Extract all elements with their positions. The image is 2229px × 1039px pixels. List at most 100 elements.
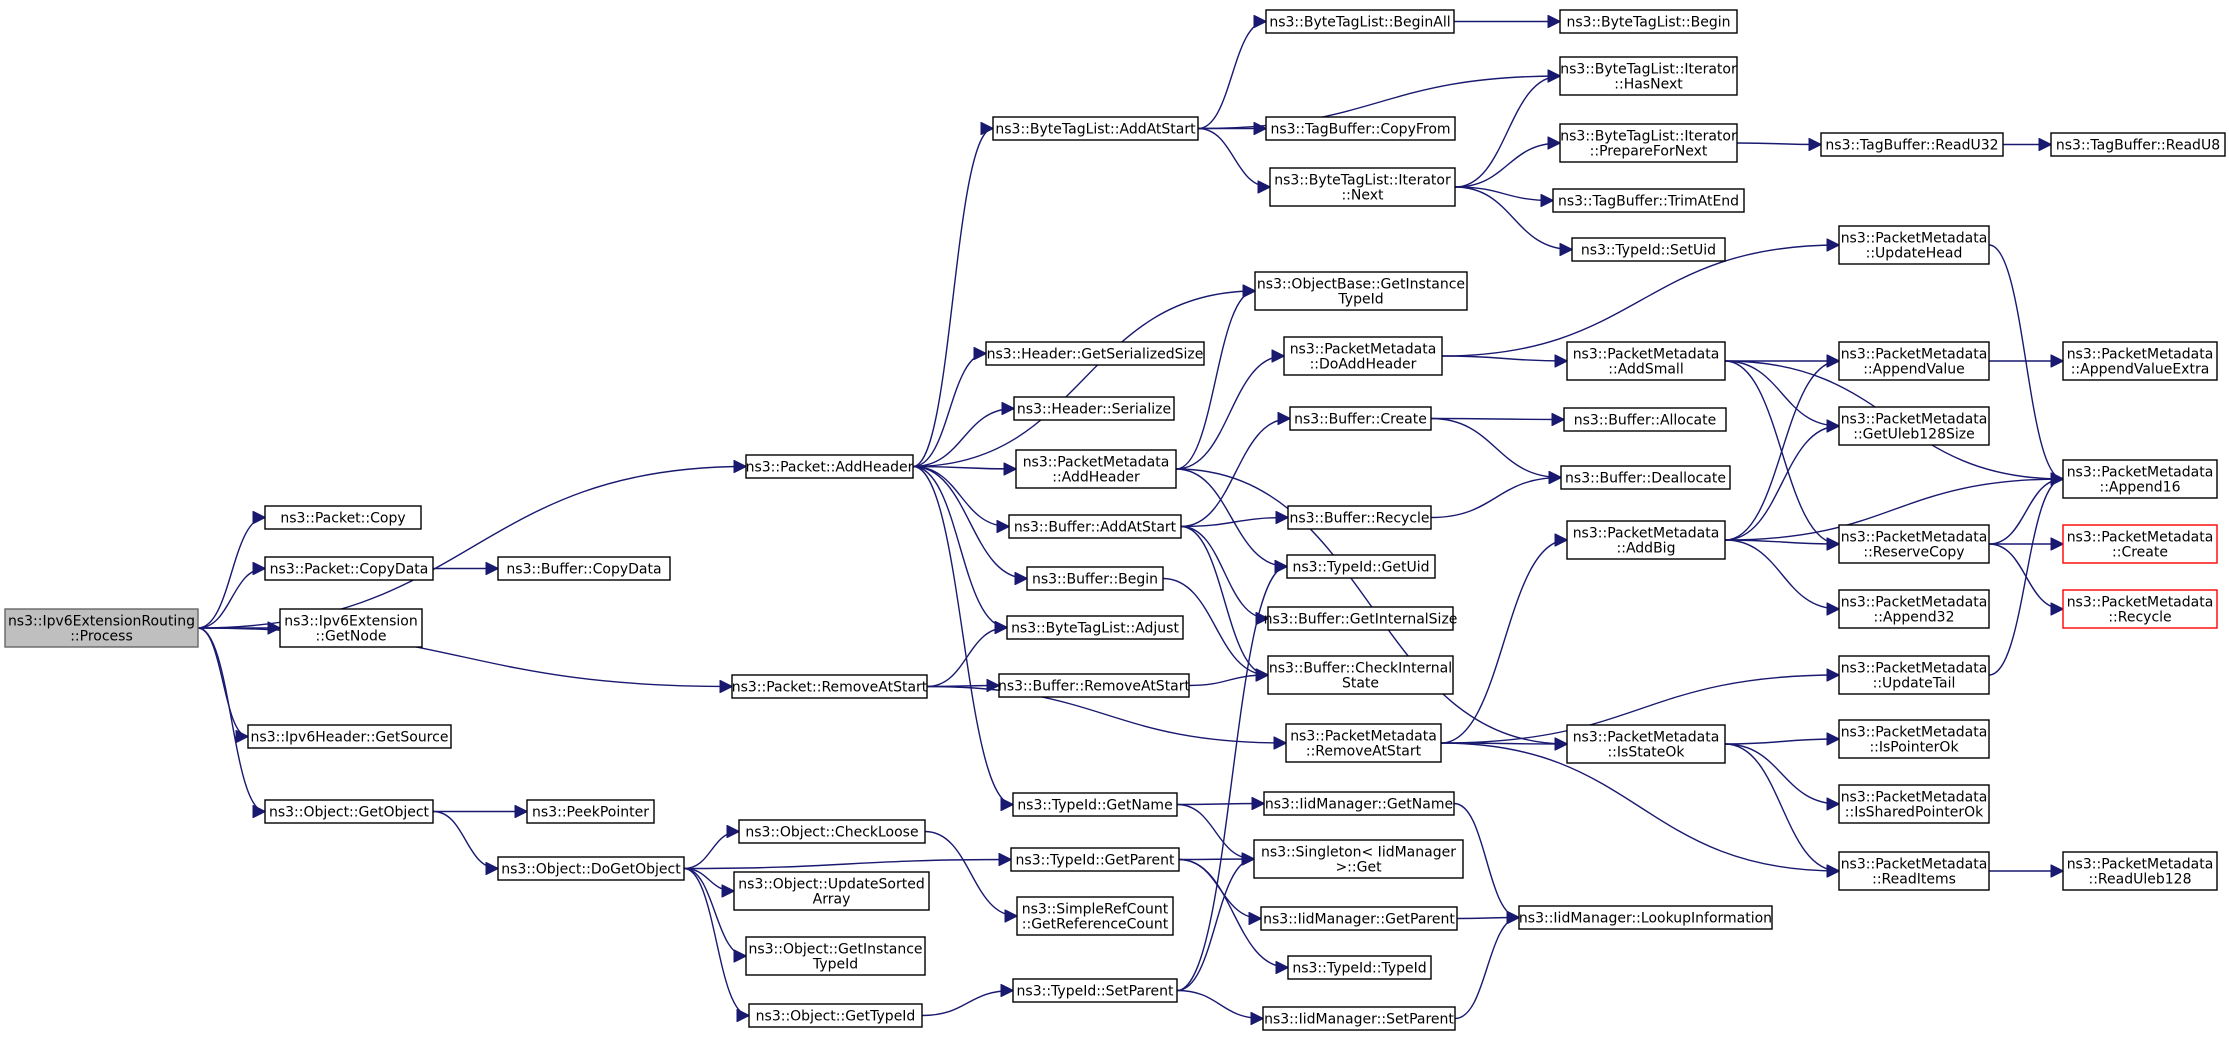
node-box[interactable] [1253,839,1464,879]
node-box[interactable] [1820,132,2004,157]
node-box[interactable] [1267,606,1454,631]
node-buf-addatstart[interactable]: ns3::Buffer::AddAtStart [1008,514,1182,539]
node-box[interactable] [1015,449,1177,489]
node-box[interactable] [497,556,671,581]
node-pm-appendvalueextra[interactable]: ns3::PacketMetadata::AppendValueExtra [2062,341,2218,381]
node-pkt-addheader[interactable]: ns3::Packet::AddHeader [745,454,914,479]
node-box[interactable] [1571,237,1726,262]
node-hdr-getserializedsize[interactable]: ns3::Header::GetSerializedSize [985,341,1205,366]
node-src-getrefcount[interactable]: ns3::SimpleRefCount::GetReferenceCount [1016,896,1174,936]
node-box[interactable] [264,556,434,581]
node-box[interactable] [745,454,914,479]
node-box[interactable] [1559,123,1738,163]
node-box[interactable] [497,856,685,881]
node-btl-adjust[interactable]: ns3::ByteTagList::Adjust [1006,615,1184,640]
node-box[interactable] [247,724,452,749]
node-btli-next[interactable]: ns3::ByteTagList::Iterator::Next [1269,167,1456,207]
node-pkt-copy[interactable]: ns3::Packet::Copy [264,505,422,530]
node-box[interactable] [1559,56,1738,96]
node-box[interactable] [1287,505,1432,530]
node-btli-prepare[interactable]: ns3::ByteTagList::Iterator::PrepareForNe… [1559,123,1738,163]
node-box[interactable] [1012,978,1178,1003]
node-box[interactable] [1008,514,1182,539]
node-box[interactable] [2062,589,2218,629]
node-box[interactable] [1560,465,1731,490]
node-box[interactable] [998,673,1190,698]
node-iid-getparent[interactable]: ns3::IidManager::GetParent [1260,906,1458,931]
node-box[interactable] [2050,132,2226,157]
node-buf-begin[interactable]: ns3::Buffer::Begin [1026,566,1164,591]
node-box[interactable] [2062,524,2218,564]
node-box[interactable] [992,116,1199,141]
node-ipv6hdr-getsource[interactable]: ns3::Ipv6Header::GetSource [247,724,452,749]
node-box[interactable] [1566,520,1726,560]
node-box[interactable] [1269,167,1456,207]
node-tb-copyfrom[interactable]: ns3::TagBuffer::CopyFrom [1265,116,1456,141]
node-box[interactable] [1838,589,1990,629]
node-box[interactable] [1838,655,1990,695]
node-pm-updatehead[interactable]: ns3::PacketMetadata::UpdateHead [1838,225,1990,265]
node-pm-isstateok[interactable]: ns3::PacketMetadata::IsStateOk [1566,724,1726,764]
node-box[interactable] [1285,723,1442,763]
node-box[interactable] [748,1003,923,1028]
node-box[interactable] [279,608,423,648]
node-pm-removeatstart[interactable]: ns3::PacketMetadata::RemoveAtStart [1285,723,1442,763]
node-pm-readuleb128[interactable]: ns3::PacketMetadata::ReadUleb128 [2062,851,2218,891]
node-pm-issharedpointerok[interactable]: ns3::PacketMetadata::IsSharedPointerOk [1838,784,1990,824]
node-ipv6ext-getnode[interactable]: ns3::Ipv6Extension::GetNode [279,608,423,648]
node-tb-trimatend[interactable]: ns3::TagBuffer::TrimAtEnd [1552,188,1745,213]
node-box[interactable] [733,871,930,911]
node-box[interactable] [1838,341,1990,381]
node-box[interactable] [1563,407,1727,432]
node-pm-create[interactable]: ns3::PacketMetadata::Create [2062,524,2218,564]
node-typeid-typeid[interactable]: ns3::TypeId::TypeId [1287,955,1432,980]
node-iid-setparent[interactable]: ns3::IidManager::SetParent [1262,1006,1456,1031]
node-pm-append32[interactable]: ns3::PacketMetadata::Append32 [1838,589,1990,629]
node-box[interactable] [1026,566,1164,591]
node-buf-allocate[interactable]: ns3::Buffer::Allocate [1563,407,1727,432]
node-iid-lookup[interactable]: ns3::IidManager::LookupInformation [1518,905,1773,930]
node-buf-recycle[interactable]: ns3::Buffer::Recycle [1287,505,1432,530]
node-peekpointer[interactable]: ns3::PeekPointer [526,799,655,824]
node-box[interactable] [1838,851,1990,891]
node-obj-checkloose[interactable]: ns3::Object::CheckLoose [738,819,926,844]
node-btl-beginall[interactable]: ns3::ByteTagList::BeginAll [1265,9,1455,34]
node-typeid-setuid[interactable]: ns3::TypeId::SetUid [1571,237,1726,262]
node-btl-begin[interactable]: ns3::ByteTagList::Begin [1559,9,1738,34]
node-pm-recycle[interactable]: ns3::PacketMetadata::Recycle [2062,589,2218,629]
node-btli-hasnext[interactable]: ns3::ByteTagList::Iterator::HasNext [1559,56,1738,96]
node-box[interactable] [1838,225,1990,265]
node-typeid-getparent[interactable]: ns3::TypeId::GetParent [1010,847,1180,872]
node-obj-gettypeid[interactable]: ns3::Object::GetTypeId [748,1003,923,1028]
node-pm-doaddheader[interactable]: ns3::PacketMetadata::DoAddHeader [1283,336,1443,376]
node-pm-ispointerok[interactable]: ns3::PacketMetadata::IsPointerOk [1838,719,1990,759]
node-box[interactable] [738,819,926,844]
node-box[interactable] [1518,905,1773,930]
node-box[interactable] [1286,554,1436,579]
node-tb-readu32[interactable]: ns3::TagBuffer::ReadU32 [1820,132,2004,157]
node-box[interactable] [1566,724,1726,764]
node-root[interactable]: ns3::Ipv6ExtensionRouting::Process [4,608,199,648]
node-box[interactable] [1267,655,1454,695]
node-obj-getobject[interactable]: ns3::Object::GetObject [264,799,434,824]
node-box[interactable] [1566,341,1726,381]
node-box[interactable] [1010,847,1180,872]
node-box[interactable] [1254,271,1468,311]
node-buf-deallocate[interactable]: ns3::Buffer::Deallocate [1560,465,1731,490]
node-box[interactable] [1265,9,1455,34]
node-pm-reservecopy[interactable]: ns3::PacketMetadata::ReserveCopy [1838,524,1990,564]
node-box[interactable] [985,341,1205,366]
node-box[interactable] [264,799,434,824]
node-pkt-copydata[interactable]: ns3::Packet::CopyData [264,556,434,581]
node-obj-dogetobject[interactable]: ns3::Object::DoGetObject [497,856,685,881]
node-box[interactable] [731,674,928,699]
node-box[interactable] [1559,9,1738,34]
node-pm-readitems[interactable]: ns3::PacketMetadata::ReadItems [1838,851,1990,891]
node-box[interactable] [1838,719,1990,759]
node-box[interactable] [1283,336,1443,376]
node-box[interactable] [1838,784,1990,824]
node-pm-append16[interactable]: ns3::PacketMetadata::Append16 [2062,459,2218,499]
